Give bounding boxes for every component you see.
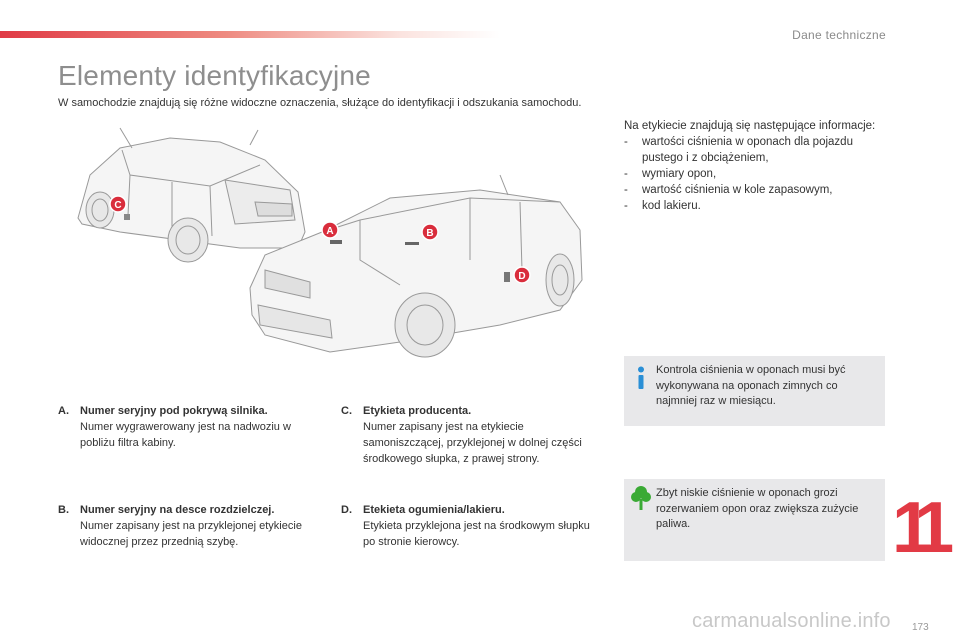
info-note-text: Kontrola ciśnienia w oponach musi być wy…: [656, 364, 846, 407]
eco-note: Zbyt niskie ciśnienie w oponach grozi ro…: [624, 479, 885, 561]
item-letter: C.: [341, 405, 352, 417]
list-item: wartości ciśnienia w oponach dla pojazdu…: [624, 134, 894, 166]
item-letter: A.: [58, 405, 69, 417]
item-d: D. Etekieta ogumienia/lakieru. Etykieta …: [341, 502, 603, 550]
section-title: Dane techniczne: [792, 28, 886, 42]
marker-c: C: [109, 195, 127, 213]
rear-car-drawing: [77, 127, 306, 263]
item-text: Etykieta przyklejona jest na środkowym s…: [363, 520, 590, 548]
label-info-intro: Na etykiecie znajdują się następujące in…: [624, 120, 876, 132]
chapter-number: 11: [892, 488, 954, 568]
item-c: C. Etykieta producenta. Numer zapisany j…: [341, 403, 603, 467]
item-text: Numer zapisany jest na etykiecie samonis…: [363, 421, 582, 465]
item-letter: B.: [58, 504, 69, 516]
watermark: carmanualsonline.info: [692, 610, 891, 632]
svg-text:B: B: [426, 228, 433, 239]
marker-a: A: [321, 221, 339, 239]
item-title: Etekieta ogumienia/lakieru.: [363, 504, 505, 516]
tree-icon: [631, 486, 651, 510]
marker-d: D: [513, 266, 531, 284]
svg-text:D: D: [518, 271, 525, 282]
label-info-list: wartości ciśnienia w oponach dla pojazdu…: [624, 134, 894, 214]
list-item: kod lakieru.: [624, 198, 894, 214]
item-title: Etykieta producenta.: [363, 405, 472, 417]
car-illustration: C A B D: [77, 127, 583, 358]
item-letter: D.: [341, 504, 352, 516]
info-note: Kontrola ciśnienia w oponach musi być wy…: [624, 356, 885, 426]
svg-text:A: A: [326, 226, 333, 237]
item-text: Numer zapisany jest na przyklejonej etyk…: [80, 520, 302, 548]
item-a: A. Numer seryjny pod pokrywą silnika. Nu…: [58, 403, 323, 451]
info-icon: [638, 366, 644, 389]
eco-note-text: Zbyt niskie ciśnienie w oponach grozi ro…: [656, 487, 859, 530]
page-title: Elementy identyfikacyjne: [58, 60, 371, 91]
svg-text:C: C: [114, 200, 121, 211]
list-item: wymiary opon,: [624, 166, 894, 182]
item-title: Numer seryjny na desce rozdzielczej.: [80, 504, 275, 516]
item-b: B. Numer seryjny na desce rozdzielczej. …: [58, 502, 323, 550]
item-text: Numer wygrawerowany jest na nadwoziu w p…: [80, 421, 291, 449]
label-info: Na etykiecie znajdują się następujące in…: [624, 118, 894, 214]
header-accent-bar: [0, 31, 500, 38]
item-title: Numer seryjny pod pokrywą silnika.: [80, 405, 268, 417]
list-item: wartość ciśnienia w kole zapasowym,: [624, 182, 894, 198]
page-number: 173: [912, 622, 929, 633]
page-subtitle: W samochodzie znajdują się różne widoczn…: [58, 97, 582, 109]
marker-b: B: [421, 223, 439, 241]
